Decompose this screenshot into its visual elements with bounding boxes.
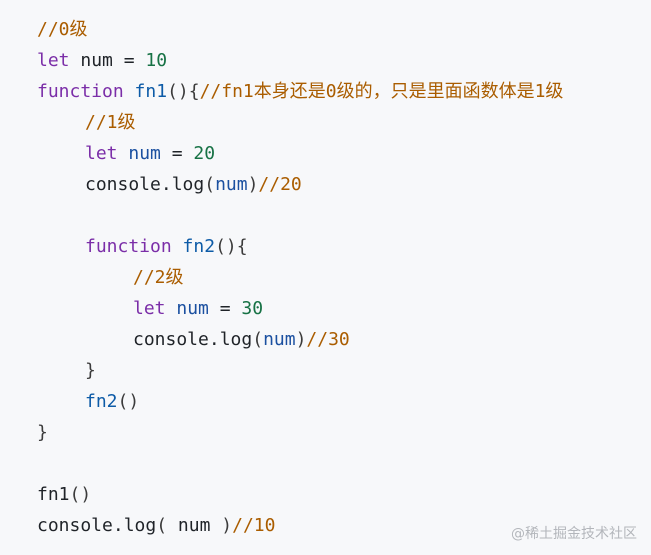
code-number: 10 — [145, 50, 168, 71]
code-punctuation: () — [69, 484, 92, 505]
code-line-2: let num = 10 — [37, 45, 651, 76]
code-punctuation: } — [85, 360, 96, 381]
code-argument: num — [215, 174, 248, 195]
code-call: console.log — [37, 515, 157, 536]
code-line-12: } — [37, 355, 651, 386]
code-operator: = — [160, 143, 194, 164]
code-line-15-blank — [37, 448, 651, 479]
code-function-call: fn2 — [85, 391, 118, 412]
code-keyword: let — [85, 143, 118, 164]
code-operator: = — [208, 298, 242, 319]
code-punctuation: () — [117, 391, 140, 412]
code-paren-open: ( — [252, 329, 264, 350]
code-comment: //1级 — [85, 112, 136, 133]
code-call: console.log — [133, 329, 253, 350]
code-line-8: function fn2(){ — [37, 231, 651, 262]
code-paren-close: ) — [210, 515, 233, 536]
code-line-6: console.log(num)//20 — [37, 169, 651, 200]
code-line-3: function fn1(){//fn1本身还是0级的，只是里面函数体是1级 — [37, 76, 651, 107]
code-line-17: console.log( num )//10 — [37, 510, 651, 541]
watermark: @稀土掘金技术社区 — [511, 526, 637, 542]
code-number: 20 — [193, 143, 216, 164]
code-variable: num — [176, 298, 209, 319]
code-line-1: //0级 — [37, 14, 651, 45]
code-paren-close: ) — [247, 174, 259, 195]
code-keyword: function — [85, 236, 172, 257]
code-keyword: let — [37, 50, 70, 71]
code-line-16: fn1() — [37, 479, 651, 510]
code-comment: //10 — [232, 515, 276, 536]
code-comment: //30 — [306, 329, 350, 350]
code-punctuation: } — [37, 422, 48, 443]
code-paren-open: ( — [204, 174, 216, 195]
code-line-4: //1级 — [37, 107, 651, 138]
code-punctuation: (){ — [167, 81, 200, 102]
code-line-9: //2级 — [37, 262, 651, 293]
code-line-14: } — [37, 417, 651, 448]
code-line-7-blank — [37, 200, 651, 231]
code-paren-open: ( — [156, 515, 178, 536]
code-comment: //2级 — [133, 267, 184, 288]
code-call: console.log — [85, 174, 205, 195]
code-number: 30 — [241, 298, 264, 319]
code-operator: = — [112, 50, 146, 71]
code-line-13: fn2() — [37, 386, 651, 417]
code-line-11: console.log(num)//30 — [37, 324, 651, 355]
code-function-name: fn2 — [182, 236, 216, 257]
code-keyword: let — [133, 298, 166, 319]
code-keyword: function — [37, 81, 124, 102]
code-line-10: let num = 30 — [37, 293, 651, 324]
code-argument: num — [177, 515, 211, 536]
code-variable: num — [80, 50, 113, 71]
code-comment: //0级 — [37, 19, 88, 40]
code-function-call: fn1 — [37, 484, 70, 505]
code-argument: num — [263, 329, 296, 350]
code-paren-close: ) — [295, 329, 307, 350]
code-comment: //20 — [258, 174, 302, 195]
code-line-5: let num = 20 — [37, 138, 651, 169]
code-comment: //fn1本身还是0级的，只是里面函数体是1级 — [199, 81, 564, 102]
code-variable: num — [128, 143, 161, 164]
code-punctuation: (){ — [215, 236, 248, 257]
code-function-name: fn1 — [134, 81, 168, 102]
